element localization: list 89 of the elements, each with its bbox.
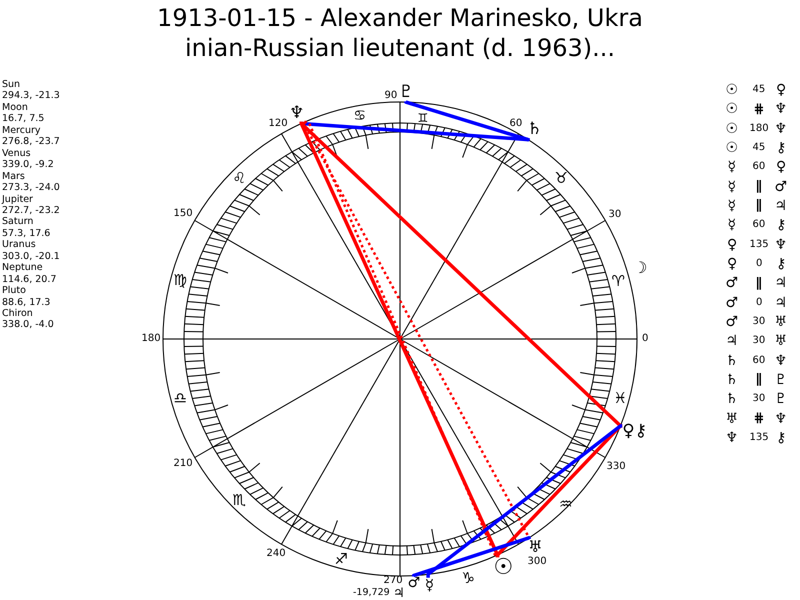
aspect-value: ∥ — [756, 199, 762, 212]
aspect-value: 30 — [752, 336, 766, 346]
planet-coordinates: 294.3, -21.3 — [2, 91, 60, 101]
aspect-planet-glyph: ♃ — [774, 296, 788, 310]
aspect-planet-glyph: ⚷ — [776, 140, 786, 155]
planet-coordinates: 88.6, 17.3 — [2, 298, 50, 308]
aspect-value: ⋕ — [754, 102, 764, 116]
planet-name: Saturn — [2, 217, 34, 227]
aspect-planet-glyph: ☿ — [728, 180, 736, 194]
aspect-planet-glyph: ♇ — [774, 392, 788, 406]
aspect-value: 60 — [752, 220, 766, 230]
degree-label: 0 — [642, 334, 648, 344]
coordinate-label: -19,729 — [353, 588, 390, 598]
aspect-value: 0 — [756, 298, 762, 308]
aspect-planet-glyph: ♀ — [727, 238, 738, 252]
planet-coordinates: 303.0, -20.1 — [2, 252, 60, 262]
planet-coordinates: 276.8, -23.7 — [2, 137, 60, 147]
planet-coordinates: 57.3, 17.6 — [2, 228, 50, 238]
aspect-planet-glyph: ♆ — [774, 354, 788, 368]
aspect-value: 0 — [756, 258, 762, 269]
aspect-planet-glyph: ♆ — [774, 102, 788, 116]
planet-name: Moon — [2, 102, 28, 112]
aspect-planet-glyph: ♆ — [774, 122, 788, 136]
planet-coordinates: 272.7, -23.2 — [2, 206, 60, 216]
aspect-planet-glyph: ☉ — [726, 102, 738, 116]
planet-coordinates: 114.6, 20.7 — [2, 274, 56, 284]
planet-name: Venus — [2, 148, 31, 158]
planet-name: Uranus — [2, 240, 36, 250]
aspect-planet-glyph: ♂ — [726, 296, 738, 310]
planet-coordinates: 273.3, -24.0 — [2, 183, 60, 193]
aspect-planet-glyph: ♀ — [776, 83, 786, 97]
planet-coordinates: 16.7, 7.5 — [2, 114, 44, 124]
aspect-planet-glyph: ♆ — [774, 412, 788, 426]
aspect-planet-glyph: ♃ — [774, 276, 788, 290]
planet-glyph: ⚷ — [634, 422, 648, 440]
aspect-planet-glyph: ☉ — [726, 83, 738, 97]
aspect-planet-glyph: ☿ — [728, 160, 736, 174]
aspect-planet-glyph: ♀ — [776, 160, 786, 174]
aspect-planet-glyph: ⚷ — [776, 256, 786, 271]
degree-label: 90 — [384, 91, 398, 101]
aspect-planet-glyph: ♂ — [726, 314, 738, 329]
aspect-value: 135 — [750, 240, 769, 250]
aspect-value: ∥ — [756, 373, 762, 386]
aspect-planet-glyph: ♇ — [774, 372, 788, 387]
aspect-planet-glyph: ♄ — [726, 354, 738, 368]
aspect-value: ∥ — [756, 276, 762, 290]
aspect-planet-glyph: ♅ — [774, 314, 788, 329]
aspect-planet-glyph: ♄ — [726, 392, 738, 406]
aspect-planet-glyph: ♅ — [726, 412, 738, 426]
aspect-planet-glyph: ☿ — [728, 218, 736, 232]
aspect-planet-glyph: ⚷ — [776, 218, 786, 232]
aspect-planet-glyph: ♃ — [726, 334, 738, 348]
aspect-value: 45 — [752, 142, 766, 153]
planet-glyph: ♂ — [408, 576, 420, 590]
planet-name: Sun — [2, 80, 20, 90]
aspect-planet-glyph: ♅ — [774, 334, 788, 348]
planet-name: Pluto — [2, 286, 26, 296]
planet-name: Jupiter — [2, 194, 33, 204]
planet-coordinates: 338.0, -4.0 — [2, 320, 54, 330]
aspect-planet-glyph: ☉ — [726, 122, 738, 136]
aspect-value: 30 — [752, 394, 766, 404]
aspect-planet-glyph: ♀ — [727, 256, 738, 271]
planet-name: Mars — [2, 172, 25, 182]
aspect-value: 60 — [752, 356, 766, 366]
aspect-planet-glyph: ☿ — [728, 198, 736, 213]
aspect-value: 135 — [750, 432, 769, 443]
aspect-planet-glyph: ♃ — [774, 198, 788, 213]
aspect-planet-glyph: ♆ — [774, 238, 788, 252]
planet-glyph: ♃ — [393, 586, 405, 600]
aspect-planet-glyph: ⚷ — [776, 430, 786, 445]
aspect-value: ⋕ — [754, 412, 764, 426]
planet-glyph: ♇ — [398, 84, 414, 102]
aspect-planet-glyph: ♄ — [726, 372, 738, 387]
aspect-planet-glyph: ♂ — [726, 276, 738, 290]
aspect-value: 45 — [752, 85, 766, 95]
aspect-value: 60 — [752, 162, 766, 172]
aspect-value: 180 — [750, 124, 769, 134]
aspect-planet-glyph: ☉ — [726, 140, 738, 155]
aspect-planet-glyph: ♆ — [726, 430, 738, 445]
planet-name: Neptune — [2, 263, 43, 273]
chart-title: 1913-01-15 - Alexander Marinesko, Ukra inian-Russian lieutenant (d. 1963)... — [156, 3, 644, 63]
aspect-value: ∥ — [756, 180, 762, 194]
aspect-planet-glyph: ♂ — [774, 180, 788, 194]
planet-name: Mercury — [2, 126, 41, 136]
planet-coordinates: 339.0, -9.2 — [2, 160, 54, 170]
planet-glyph: ☿ — [424, 578, 434, 593]
degree-label: 180 — [142, 334, 161, 344]
aspect-value: 30 — [752, 316, 766, 327]
planet-name: Chiron — [2, 309, 33, 318]
